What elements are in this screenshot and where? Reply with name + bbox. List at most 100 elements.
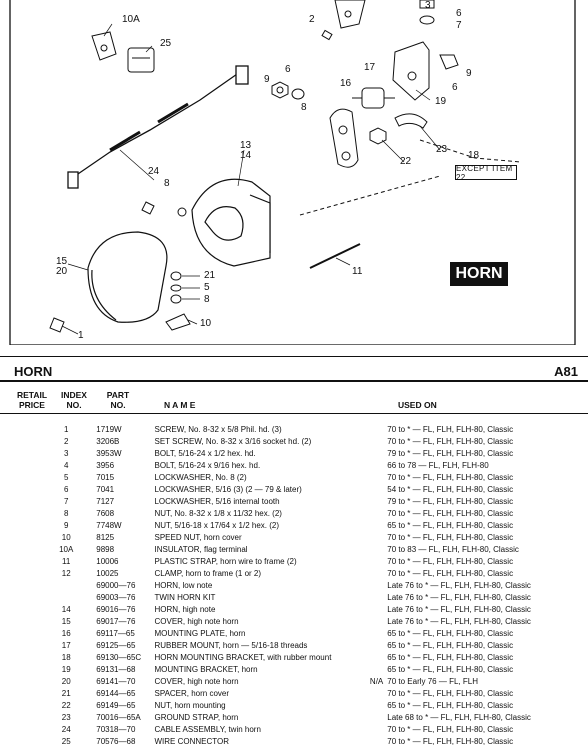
cell-name: INSULATOR, flag terminal <box>154 545 248 554</box>
callout-label: 20 <box>56 266 68 277</box>
cell-used: 70 to * — FL, FLH, FLH-80, Classic <box>387 437 514 446</box>
callout-label: 7 <box>456 20 462 31</box>
cell-index: 12 <box>61 569 71 578</box>
cell-part: 69000—76 <box>96 581 136 590</box>
section-title: HORN <box>14 364 53 379</box>
callout-label: 10A <box>122 14 140 25</box>
horn-badge: HORN <box>450 262 508 286</box>
callout-label: 6 <box>456 8 462 19</box>
table-row: 3 3953W BOLT, 5/16-24 x 1/2 hex. hd. 79 to … <box>0 448 588 460</box>
cell-index: 15 <box>61 617 71 626</box>
cell-used: 70 to * — FL, FLH, FLH-80, Classic <box>387 473 514 482</box>
cell-used: 70 to * — FL, FLH, FLH-80, Classic <box>387 425 514 434</box>
horn-13-14 <box>191 178 271 267</box>
cell-used: 70 to Early 76 — FL, FLH <box>387 677 478 686</box>
cell-part: 10006 <box>96 557 119 566</box>
cell-part: 69144—65 <box>96 689 136 698</box>
cell-price <box>0 700 50 712</box>
cell-part: 1719W <box>96 425 122 434</box>
rubber-mount-17 <box>352 87 395 109</box>
cell-price <box>0 604 50 616</box>
cell-name: SPEED NUT, horn cover <box>154 533 242 542</box>
callout-label: 8 <box>164 178 170 189</box>
cell-index: 9 <box>63 521 69 530</box>
cell-part: 3956 <box>96 461 115 470</box>
cell-index: 4 <box>63 461 69 470</box>
cell-index: 10A <box>59 545 74 554</box>
horn-cover-15-20 <box>87 231 168 323</box>
cell-index <box>50 580 82 592</box>
cell-index: 7 <box>63 497 69 506</box>
cell-used: Late 76 to * — FL, FLH, FLH-80, Classic <box>387 581 531 590</box>
cell-price <box>0 664 50 676</box>
mounting-bracket-19 <box>392 41 459 101</box>
cell-used: 65 to * — FL, FLH, FLH-80, Classic <box>387 629 514 638</box>
cell-part: 69003—76 <box>96 593 136 602</box>
cell-used: 65 to * — FL, FLH, FLH-80, Classic <box>387 641 514 650</box>
exploded-parts-diagram: 10A 25 2 3 6 7 9 6 8 17 16 24 13 14 8 19… <box>0 0 588 346</box>
diagram-drawing <box>9 0 576 346</box>
cell-used: 70 to * — FL, FLH, FLH-80, Classic <box>387 569 514 578</box>
cell-name: LOCKWASHER, No. 8 (2) <box>154 473 247 482</box>
cell-index: 10 <box>61 533 71 542</box>
col-name: N A M E <box>164 400 196 410</box>
callout-label: 14 <box>240 150 252 161</box>
cell-name: BOLT, 5/16-24 x 9/16 hex. hd. <box>154 461 261 470</box>
cell-used: 65 to * — FL, FLH, FLH-80, Classic <box>387 653 514 662</box>
header-rule <box>0 413 588 414</box>
cell-name: HORN, low note <box>154 581 213 590</box>
cell-na: N/A <box>369 677 384 686</box>
cell-used: Late 76 to * — FL, FLH, FLH-80, Classic <box>387 617 531 626</box>
cell-name: LOCKWASHER, 5/16 internal tooth <box>154 497 280 506</box>
cell-used: Late 68 to * — FL, FLH, FLH-80, Classic <box>387 713 531 722</box>
cell-part: 3953W <box>96 449 122 458</box>
cell-price <box>0 556 50 568</box>
cell-index: 3 <box>63 449 69 458</box>
cell-name: RUBBER MOUNT, horn — 5/16-18 threads <box>154 641 308 650</box>
callout-label: 13 <box>240 140 252 151</box>
cell-part: 69130—65C <box>96 653 142 662</box>
mounting-plate-16 <box>329 108 359 168</box>
cell-price <box>0 688 50 700</box>
cell-price <box>0 592 50 604</box>
cell-name: COVER, high note horn <box>154 617 239 626</box>
cell-name: CABLE ASSEMBLY, twin horn <box>154 725 261 734</box>
cell-price <box>0 580 50 592</box>
cell-used: 79 to * — FL, FLH, FLH-80, Classic <box>387 449 514 458</box>
cell-name: BOLT, 5/16-24 x 1/2 hex. hd. <box>154 449 256 458</box>
callout-label: 9 <box>264 74 270 85</box>
cell-part: 69141—70 <box>96 677 136 686</box>
cell-index: 18 <box>61 653 71 662</box>
cell-used: 70 to * — FL, FLH, FLH-80, Classic <box>387 725 514 734</box>
cell-part: 69016—76 <box>96 605 136 614</box>
cell-name: MOUNTING PLATE, horn <box>154 629 246 638</box>
cell-part: 69017—76 <box>96 617 136 626</box>
cell-price <box>0 520 50 532</box>
cell-index: 14 <box>61 605 71 614</box>
cell-price <box>0 640 50 652</box>
cell-used: 70 to * — FL, FLH, FLH-80, Classic <box>387 689 514 698</box>
cell-part: 7127 <box>96 497 115 506</box>
cell-price <box>0 616 50 628</box>
cell-used: 70 to * — FL, FLH, FLH-80, Classic <box>387 557 514 566</box>
cell-index <box>50 592 82 604</box>
cell-price <box>0 532 50 544</box>
callout-label: 6 <box>285 64 291 75</box>
cell-used: 70 to * — FL, FLH, FLH-80, Classic <box>387 509 514 518</box>
cell-index: 6 <box>63 485 69 494</box>
cell-used: 65 to * — FL, FLH, FLH-80, Classic <box>387 521 514 530</box>
cell-used: Late 76 to * — FL, FLH, FLH-80, Classic <box>387 593 531 602</box>
cell-name: SPACER, horn cover <box>154 689 230 698</box>
callout-label: 21 <box>204 270 216 281</box>
callout-label: 24 <box>148 166 160 177</box>
